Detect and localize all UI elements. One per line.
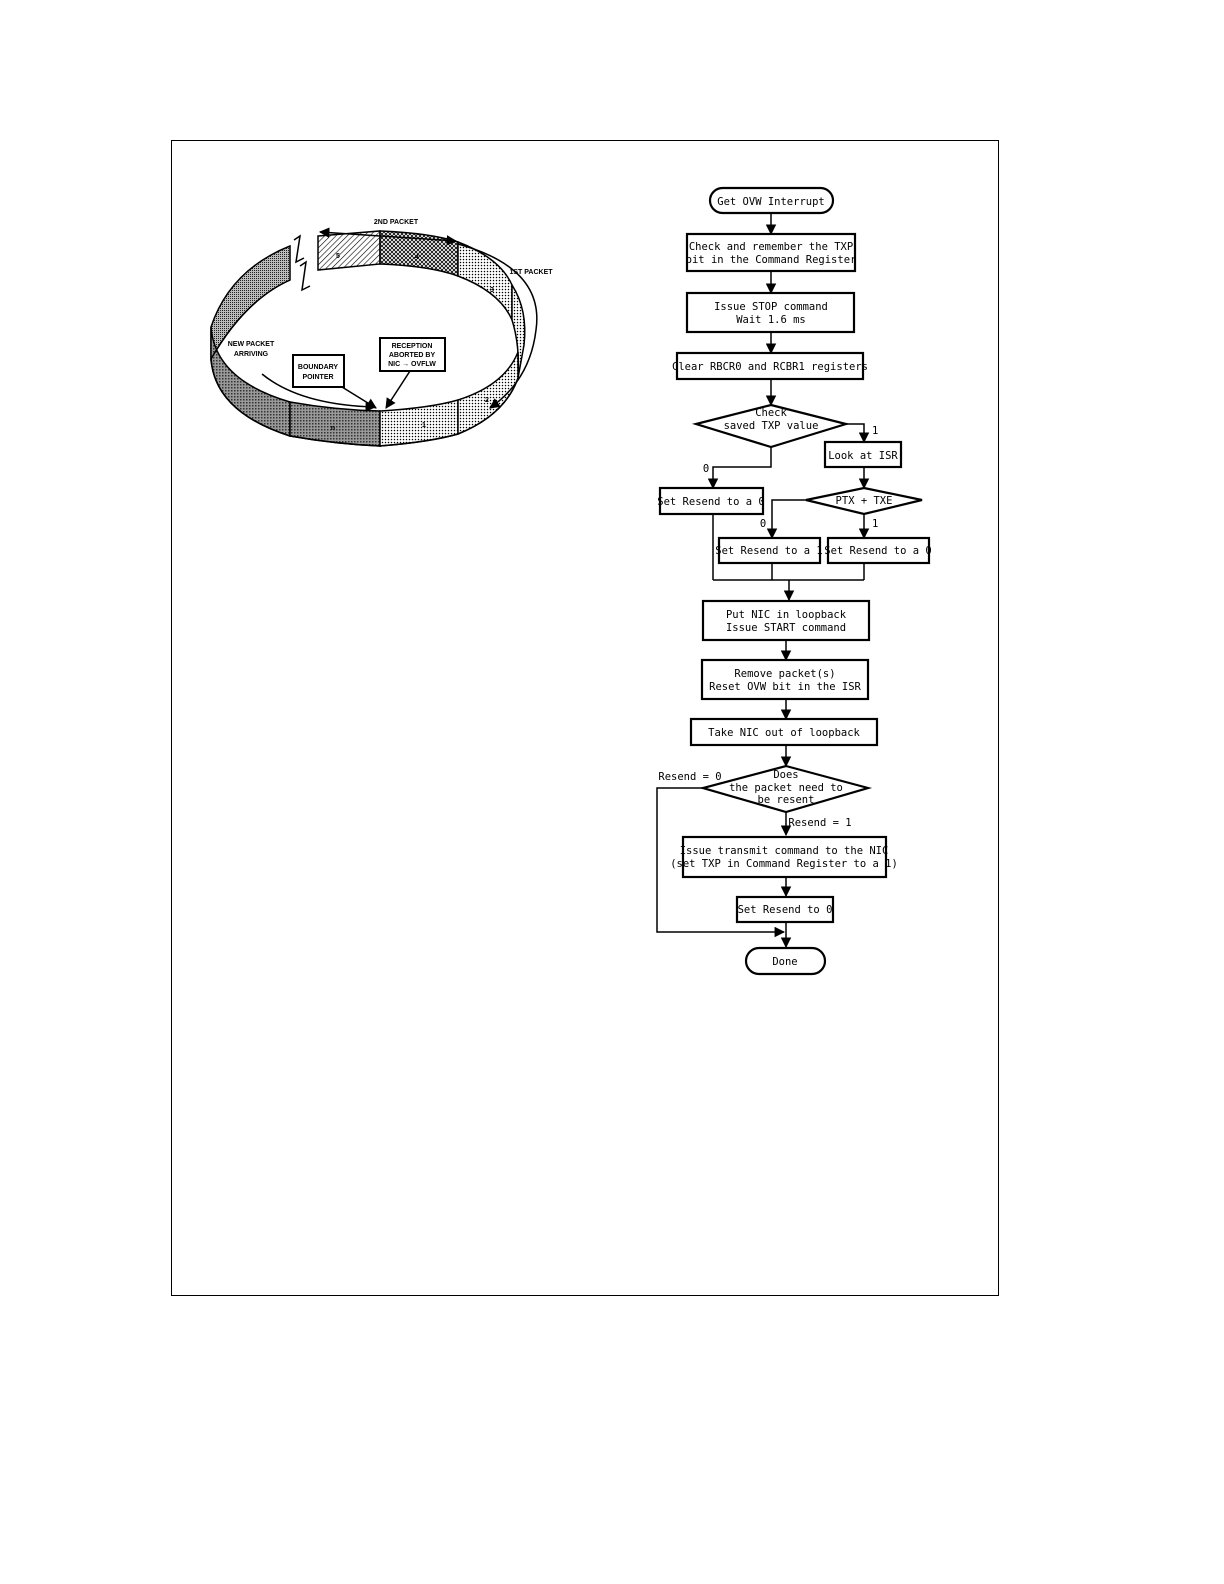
ptx-txe-decision — [805, 486, 923, 516]
set-resend-1-label: Set Resend to a 1 — [715, 545, 822, 557]
stop-command-label-1: Issue STOP command — [714, 301, 828, 313]
resend-0-label: Resend = 0 — [658, 771, 721, 783]
figure-frame — [171, 140, 999, 1296]
new-packet-label-2: ARRIVING — [234, 351, 269, 358]
boundary-pointer-arrow — [341, 386, 377, 409]
set-resend-final-box — [735, 895, 835, 924]
reception-label-3: NIC → OVFLW — [388, 361, 436, 368]
set-resend-0-left-box — [658, 486, 765, 516]
ring-segment-2 — [457, 351, 519, 436]
clear-registers-box — [675, 351, 865, 381]
new-packet-label-1: NEW PACKET — [228, 341, 275, 348]
ring-label-5: 5 — [336, 253, 340, 260]
transmit-command-box — [681, 835, 888, 879]
ptx-txe-label: PTX + TXE — [836, 495, 893, 507]
stop-command-box — [685, 291, 856, 334]
check-txp-decision — [691, 403, 851, 449]
set-resend-1-box — [717, 536, 822, 565]
transmit-command-label-2: (set TXP in Command Register to a 1) — [670, 858, 898, 870]
set-resend-final-label: Set Resend to 0 — [738, 904, 833, 916]
boundary-label-2: POINTER — [302, 374, 333, 381]
check-txp-label-2: bit in the Command Register — [686, 254, 857, 266]
done-terminal — [744, 946, 827, 976]
clear-registers-label: Clear RBCR0 and RCBR1 registers — [672, 361, 868, 373]
txp-branch-1-label: 1 — [872, 425, 878, 437]
stop-command-label-2: Wait 1.6 ms — [736, 314, 806, 326]
look-isr-box — [823, 440, 903, 469]
resend-1-label: Resend = 1 — [788, 817, 851, 829]
ring-buffer-diagram: 5 4 3 2 1 n 2ND PACKET 1ST PACKET NEW PA… — [210, 219, 553, 447]
take-out-loopback-box — [689, 717, 879, 747]
reception-label-1: RECEPTION — [392, 343, 433, 350]
boundary-label-1: BOUNDARY — [298, 364, 339, 371]
resend-decision-label-2: the packet need to — [729, 782, 843, 794]
loopback-box — [701, 599, 871, 642]
resend-decision — [698, 764, 873, 814]
ring-label-n: n — [331, 425, 335, 432]
start-terminal — [708, 186, 835, 215]
ring-segment-n — [289, 401, 381, 447]
first-packet-label: 1ST PACKET — [509, 269, 553, 276]
done-label: Done — [772, 956, 797, 968]
ring-label-2: 2 — [485, 397, 489, 404]
new-packet-arrow — [261, 373, 377, 412]
reception-aborted-box — [379, 337, 446, 372]
flowchart-connectors — [656, 213, 870, 949]
look-isr-label: Look at ISR — [828, 450, 898, 462]
remove-packets-box — [700, 658, 870, 701]
ring-break-marks — [293, 234, 311, 292]
ring-segment-5 — [317, 230, 381, 271]
first-packet-span — [457, 243, 538, 409]
loopback-label-1: Put NIC in loopback — [726, 609, 847, 621]
remove-packets-label-1: Remove packet(s) — [734, 668, 835, 680]
check-txp-decision-label-2: saved TXP value — [724, 420, 819, 432]
check-txp-box — [685, 232, 857, 273]
set-resend-0-right-label: Set Resend to a 0 — [824, 545, 931, 557]
ring-label-3: 3 — [490, 287, 494, 294]
second-packet-label: 2ND PACKET — [374, 219, 419, 226]
check-txp-label-1: Check and remember the TXP — [689, 241, 853, 253]
take-out-loopback-label: Take NIC out of loopback — [708, 727, 860, 739]
loopback-label-2: Issue START command — [726, 622, 846, 634]
set-resend-0-right-box — [826, 536, 931, 565]
resend-decision-label-1: Does — [773, 769, 798, 781]
ring-segment-4 — [379, 230, 459, 278]
ring-segment-1 — [379, 399, 459, 447]
check-txp-decision-label-1: Check — [755, 407, 787, 419]
resend-decision-label-3: be resent — [758, 794, 815, 806]
start-label: Get OVW Interrupt — [717, 196, 824, 208]
ring-label-1: 1 — [422, 422, 426, 429]
flowchart: Get OVW Interrupt Check and remember the… — [656, 186, 932, 976]
ring-label-4: 4 — [415, 254, 419, 261]
set-resend-0-left-label: Set Resend to a 0 — [657, 496, 764, 508]
boundary-pointer-box — [292, 354, 345, 388]
ptx-branch-1-label: 1 — [872, 518, 878, 530]
txp-branch-0-label: 0 — [703, 463, 709, 475]
reception-arrow — [385, 370, 411, 409]
reception-label-2: ABORTED BY — [389, 352, 436, 359]
transmit-command-label-1: Issue transmit command to the NIC — [680, 845, 889, 857]
ptx-branch-0-label: 0 — [760, 518, 766, 530]
remove-packets-label-2: Reset OVW bit in the ISR — [709, 681, 861, 693]
second-packet-span — [318, 227, 458, 246]
